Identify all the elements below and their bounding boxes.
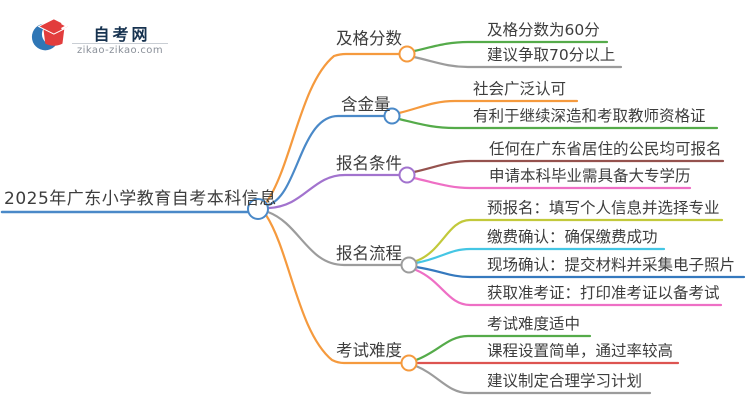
child-node-label: 考试难度适中: [487, 315, 581, 333]
connector-line: [266, 114, 386, 207]
logo-divider: [72, 43, 168, 44]
child-node-label: 建议制定合理学习计划: [487, 372, 643, 390]
connector-line: [267, 173, 401, 210]
child-node-label: 建议争取70分以上: [487, 46, 616, 64]
node-junction-circle: [400, 256, 418, 274]
node-junction-circle: [383, 107, 401, 125]
child-node-label: 现场确认：提交材料并采集电子照片: [487, 256, 736, 274]
child-node-label: 预报名：填写个人信息并选择专业: [487, 199, 720, 217]
child-node-label: 及格分数为60分: [487, 21, 600, 39]
site-logo[interactable]: 自考网 zikao-zikao.com: [30, 14, 168, 58]
connector-line: [412, 176, 692, 190]
connector-line: [414, 268, 723, 307]
logo-domain: zikao-zikao.com: [77, 45, 163, 56]
branch-node-label: 含金量: [341, 95, 391, 114]
child-node-label: 申请本科毕业需具备大专学历: [489, 167, 691, 185]
child-node-label: 社会广泛认可: [473, 80, 567, 98]
child-node-label: 课程设置简单，通过率较高: [487, 342, 674, 360]
root-node-label: 2025年广东小学教育自考本科信息: [4, 189, 277, 209]
branch-node-label: 考试难度: [336, 341, 402, 360]
connector-line: [412, 40, 609, 53]
branch-node-label: 报名条件: [336, 154, 402, 173]
branch-node-label: 及格分数: [336, 29, 402, 48]
connector-line: [414, 218, 724, 263]
node-junction-circle: [400, 354, 418, 372]
connector-line: [414, 247, 666, 265]
node-junction-circle: [247, 198, 269, 220]
connector-line: [397, 99, 579, 115]
child-node-label: 获取准考证：打印准考证以备考试: [487, 284, 720, 302]
connector-line: [414, 334, 592, 362]
connector-line: [264, 52, 401, 205]
connector-line: [414, 364, 652, 395]
graduation-cap-icon: [31, 18, 71, 51]
connector-line: [266, 210, 403, 267]
node-junction-circle: [398, 45, 416, 63]
connector-line: [264, 213, 403, 365]
child-node-label: 缴费确认：确保缴费成功: [487, 228, 658, 246]
child-node-label: 任何在广东省居住的公民均可报名: [489, 140, 722, 158]
child-node-label: 有利于继续深造和考取教师资格证: [473, 107, 706, 125]
connector-line: [414, 265, 746, 279]
connector-line: [397, 117, 719, 130]
node-junction-circle: [398, 166, 416, 184]
connector-line: [412, 159, 725, 174]
connector-line: [412, 55, 623, 69]
branch-node-label: 报名流程: [336, 244, 402, 263]
logo-title: 自考网: [93, 25, 151, 44]
